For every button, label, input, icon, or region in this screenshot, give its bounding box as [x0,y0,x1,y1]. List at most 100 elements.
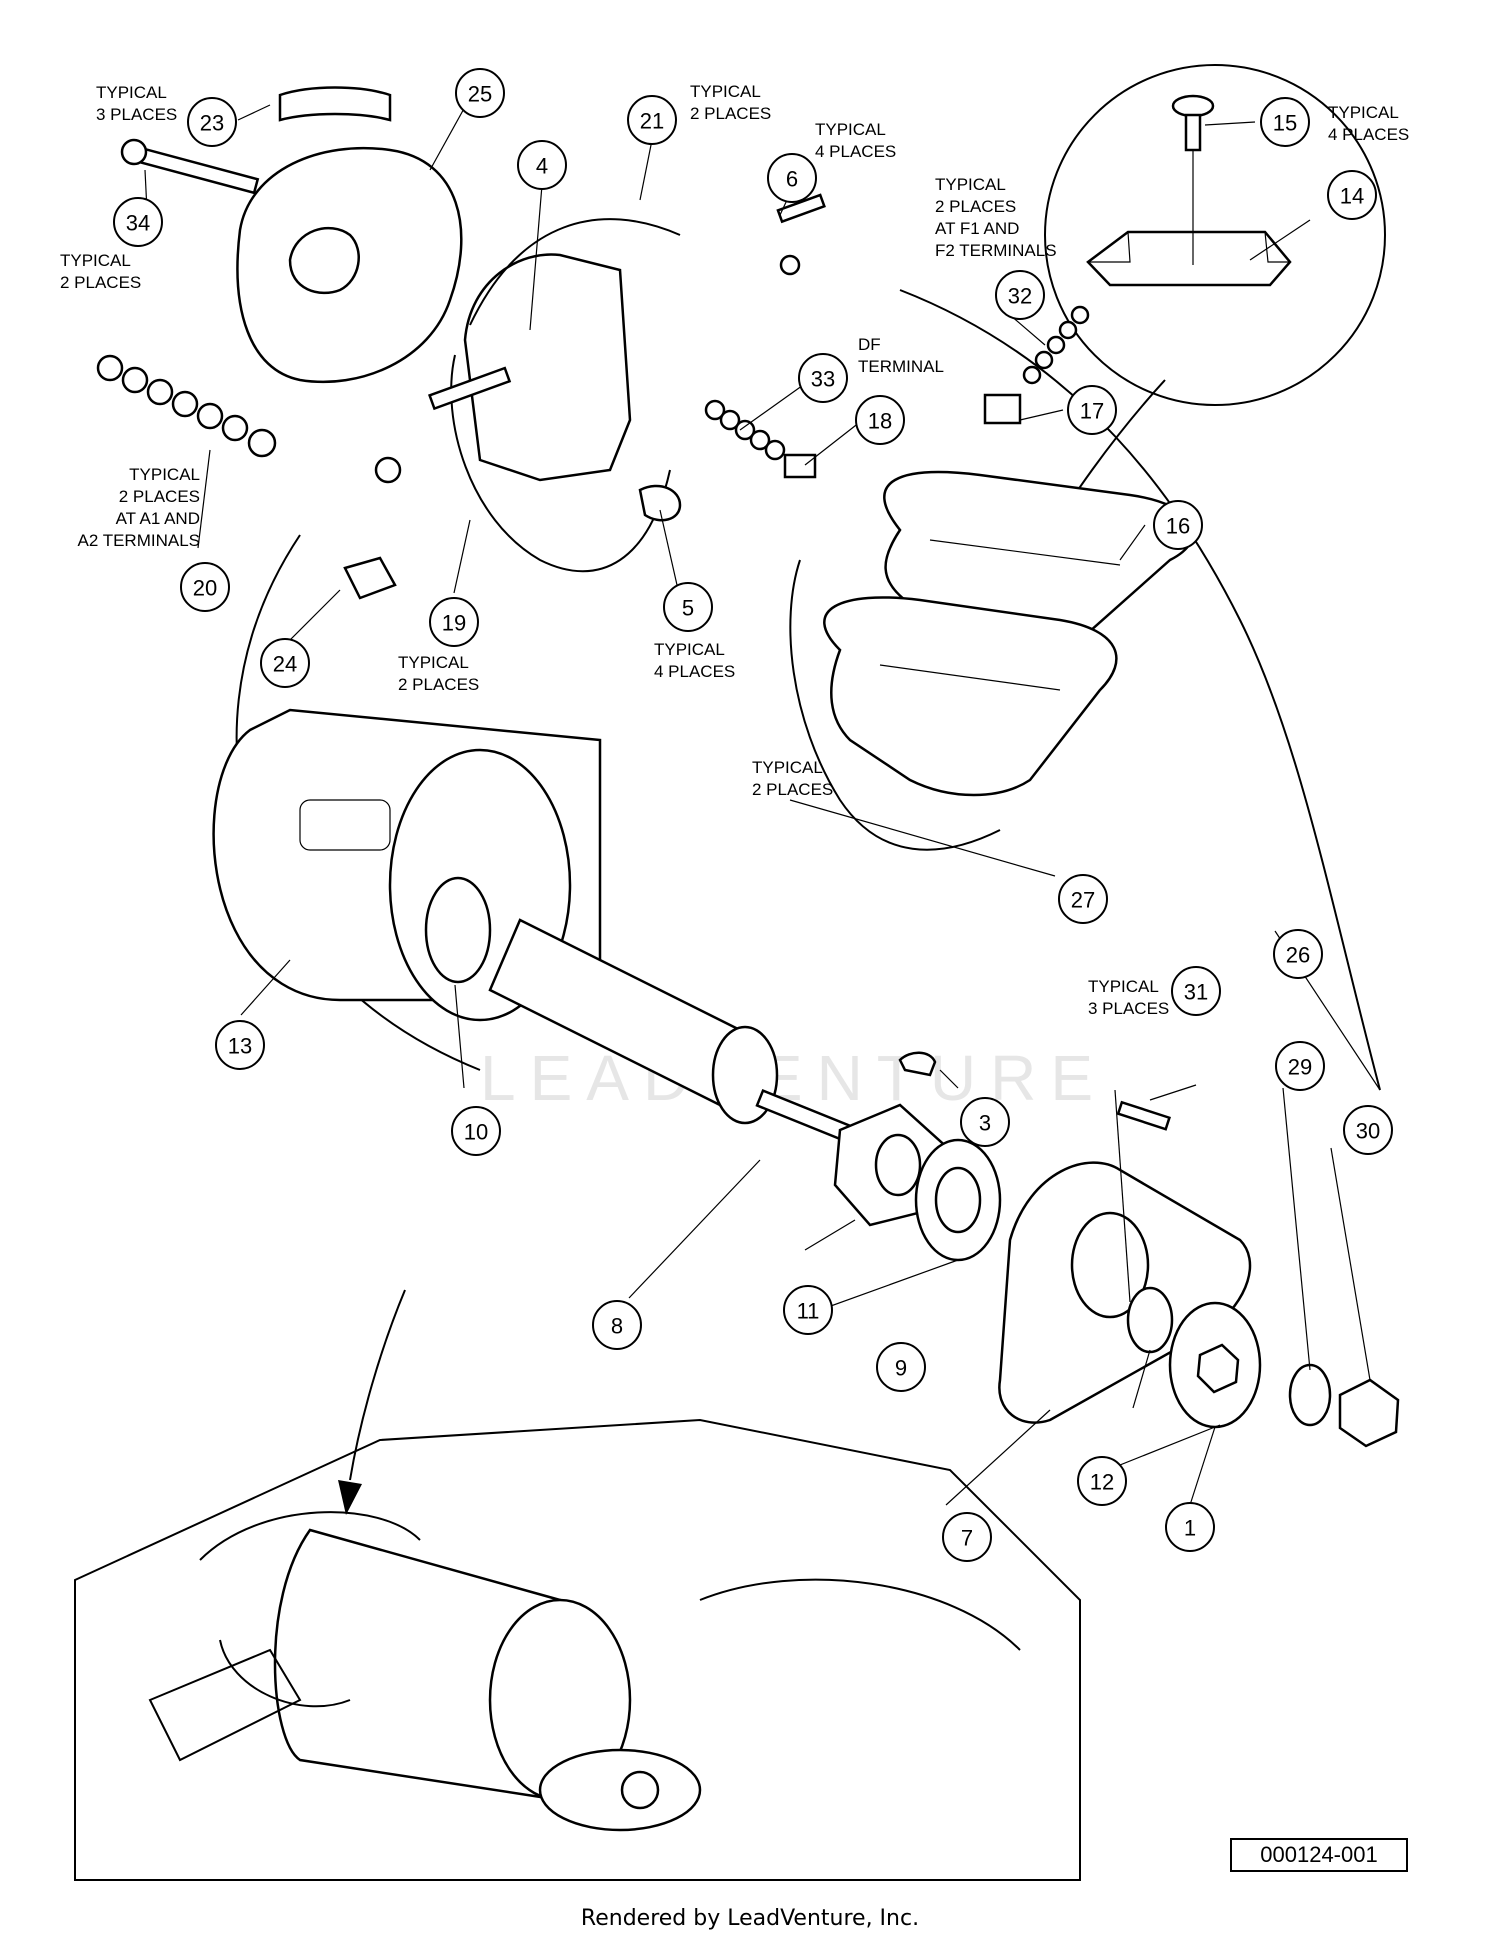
callout-number: 27 [1071,888,1095,913]
callout-25: 25 [455,68,505,118]
install-arrow [349,1289,406,1481]
field-coil-windings [879,539,1121,691]
callout-number: 4 [536,154,548,179]
callout-circle [429,597,479,647]
callout-33: 33 [798,353,848,403]
callout-32: 32 [995,270,1045,320]
housing-nameplate [299,799,391,851]
callout-number: 3 [979,1111,991,1136]
callout-5: 5 [663,582,713,632]
callout-layer: 1345678910111213141516171819202123242526… [113,68,1393,1562]
hex-nut [1338,1378,1400,1448]
brush-wire-loop [450,354,671,573]
callout-12: 12 [1077,1456,1127,1506]
note-typical-4-places-5: TYPICAL 4 PLACES [654,640,735,681]
callout-16: 16 [1153,500,1203,550]
mount-screw [1116,1100,1171,1131]
callout-20: 20 [180,562,230,612]
callout-29: 29 [1275,1041,1325,1091]
callout-number: 8 [611,1314,623,1339]
callout-number: 18 [868,409,892,434]
callout-number: 30 [1356,1119,1380,1144]
svg-text:TYPICAL: TYPICAL [935,175,1006,194]
svg-text:TYPICAL: TYPICAL [752,758,823,777]
pulley-nut [1196,1343,1240,1394]
callout-number: 13 [228,1034,252,1059]
callout-number: 16 [1166,514,1190,539]
callout-4: 4 [517,140,567,190]
svg-text:TERMINAL: TERMINAL [858,357,944,376]
callout-13: 13 [215,1020,265,1070]
svg-text:DF: DF [858,335,881,354]
lock-washer [1288,1363,1332,1427]
terminal-nut-stack [96,354,277,458]
callout-number: 19 [442,611,466,636]
callout-circle [592,1300,642,1350]
detail-magnifier [1044,64,1386,406]
callout-number: 7 [961,1526,973,1551]
callout-15: 15 [1260,97,1310,147]
callout-3: 3 [960,1097,1010,1147]
callout-number: 21 [640,109,664,134]
callout-circle [187,97,237,147]
svg-text:TYPICAL: TYPICAL [1328,103,1399,122]
callout-circle [1260,97,1310,147]
callout-number: 29 [1288,1055,1312,1080]
svg-text:2 PLACES: 2 PLACES [60,273,141,292]
callout-number: 14 [1340,184,1364,209]
field-coil-outline [789,559,1001,851]
note-typical-2-places-19: TYPICAL 2 PLACES [398,653,479,694]
svg-text:F2 TERMINALS: F2 TERMINALS [935,241,1057,260]
svg-text:4 PLACES: 4 PLACES [1328,125,1409,144]
pole-shoe [1086,230,1292,287]
svg-text:TYPICAL: TYPICAL [398,653,469,672]
callout-26: 26 [1273,929,1323,979]
svg-text:3 PLACES: 3 PLACES [96,105,177,124]
through-bolt [136,146,260,195]
callout-circle [260,638,310,688]
terminal-washer [374,456,402,484]
callout-circle [1327,170,1377,220]
note-typical-2-places-21: TYPICAL 2 PLACES [690,82,771,123]
svg-text:4 PLACES: 4 PLACES [654,662,735,681]
callout-circle [451,1106,501,1156]
svg-text:2 PLACES: 2 PLACES [119,487,200,506]
figure-id-box: 000124-001 [1230,1838,1408,1872]
callout-number: 26 [1286,943,1310,968]
note-typical-3-places-top: TYPICAL 3 PLACES [96,83,177,124]
note-a-terminals: TYPICAL 2 PLACES AT A1 AND A2 TERMINALS [77,465,200,550]
terminal-boot [343,556,397,600]
callout-number: 10 [464,1120,488,1145]
callout-circle [1275,1041,1325,1091]
spacer [1126,1286,1174,1354]
callout-10: 10 [451,1106,501,1156]
callout-circle [1171,966,1221,1016]
callout-31: 31 [1171,966,1221,1016]
callout-number: 31 [1184,980,1208,1005]
callout-circle [1273,929,1323,979]
screw-shank [1184,113,1202,152]
note-typical-3-places-31: TYPICAL 3 PLACES [1088,977,1169,1018]
callout-circle [783,1285,833,1335]
callout-6: 6 [767,153,817,203]
note-f-terminals: TYPICAL 2 PLACES AT F1 AND F2 TERMINALS [935,175,1057,260]
callout-19: 19 [429,597,479,647]
callout-18: 18 [855,395,905,445]
callout-number: 11 [797,1299,820,1324]
svg-text:2 PLACES: 2 PLACES [935,197,1016,216]
end-cap-cover [278,86,392,122]
callout-circle [180,562,230,612]
callout-circle [1165,1502,1215,1552]
callout-circle [1343,1105,1393,1155]
svg-text:TYPICAL: TYPICAL [1088,977,1159,996]
footer-credit: Rendered by LeadVenture, Inc. [580,1906,920,1931]
callout-8: 8 [592,1300,642,1350]
callout-circle [995,270,1045,320]
svg-text:3 PLACES: 3 PLACES [1088,999,1169,1018]
pole-shoe-edges [1088,231,1290,263]
callout-circle [1058,874,1108,924]
svg-text:AT A1 AND: AT A1 AND [116,509,200,528]
brush-wire-top [469,218,681,326]
callout-1: 1 [1165,1502,1215,1552]
